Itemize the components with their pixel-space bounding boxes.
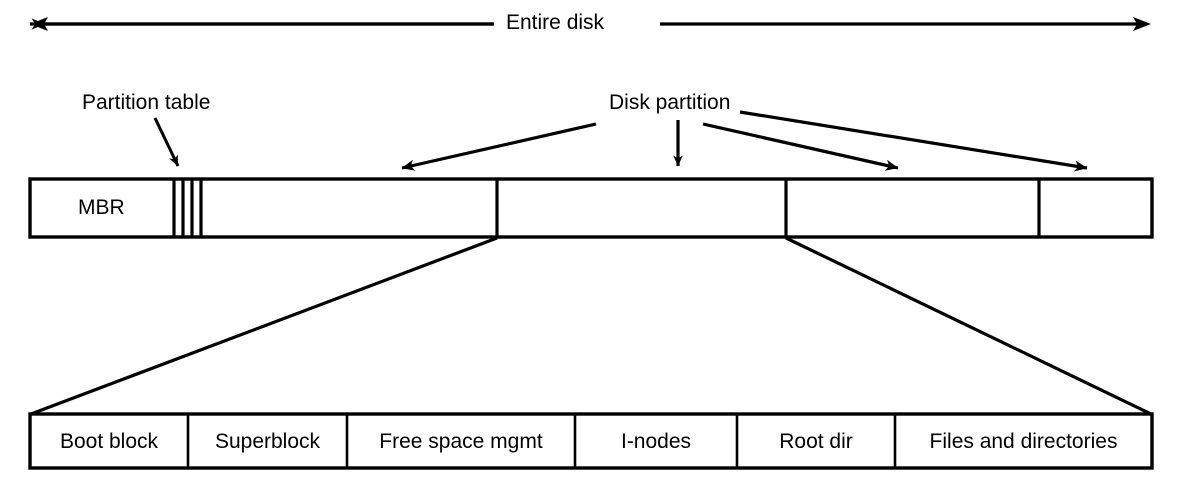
disk-partition-arrow-far-right bbox=[739, 110, 1088, 172]
disk-bar bbox=[28, 177, 1154, 239]
fs-cell-files-and-directories: Files and directories bbox=[929, 430, 1118, 453]
filesystem-table-outline bbox=[28, 412, 1154, 470]
expansion-guide-left bbox=[30, 236, 498, 416]
partition-table-arrow bbox=[153, 117, 180, 167]
fs-cell-root-dir: Root dir bbox=[779, 430, 853, 453]
disk-partition-leader-arrows bbox=[401, 110, 1088, 172]
disk-bar-outline bbox=[28, 177, 1154, 239]
expansion-guides bbox=[30, 236, 1152, 416]
fs-cell-boot-block: Boot block bbox=[59, 430, 159, 453]
partition-table-label: Partition table bbox=[82, 91, 211, 114]
disk-partition-arrow-left bbox=[401, 122, 597, 171]
fs-cell-inodes: I-nodes bbox=[620, 430, 692, 453]
entire-disk-right-arrowhead bbox=[1133, 17, 1151, 31]
mbr-label: MBR bbox=[78, 196, 125, 219]
expansion-guide-right bbox=[785, 236, 1152, 416]
entire-disk-left-arrowhead bbox=[30, 17, 48, 31]
disk-partition-arrow-mid-right bbox=[702, 122, 899, 171]
fs-cell-free-space-mgmt: Free space mgmt bbox=[379, 430, 543, 453]
entire-disk-arrow bbox=[30, 17, 1151, 31]
entire-disk-label: Entire disk bbox=[506, 11, 605, 34]
disk-partition-label: Disk partition bbox=[609, 91, 731, 114]
fs-cell-superblock: Superblock bbox=[214, 430, 321, 453]
filesystem-layout-table bbox=[28, 412, 1154, 470]
partition-table-leader-arrow bbox=[153, 117, 180, 167]
